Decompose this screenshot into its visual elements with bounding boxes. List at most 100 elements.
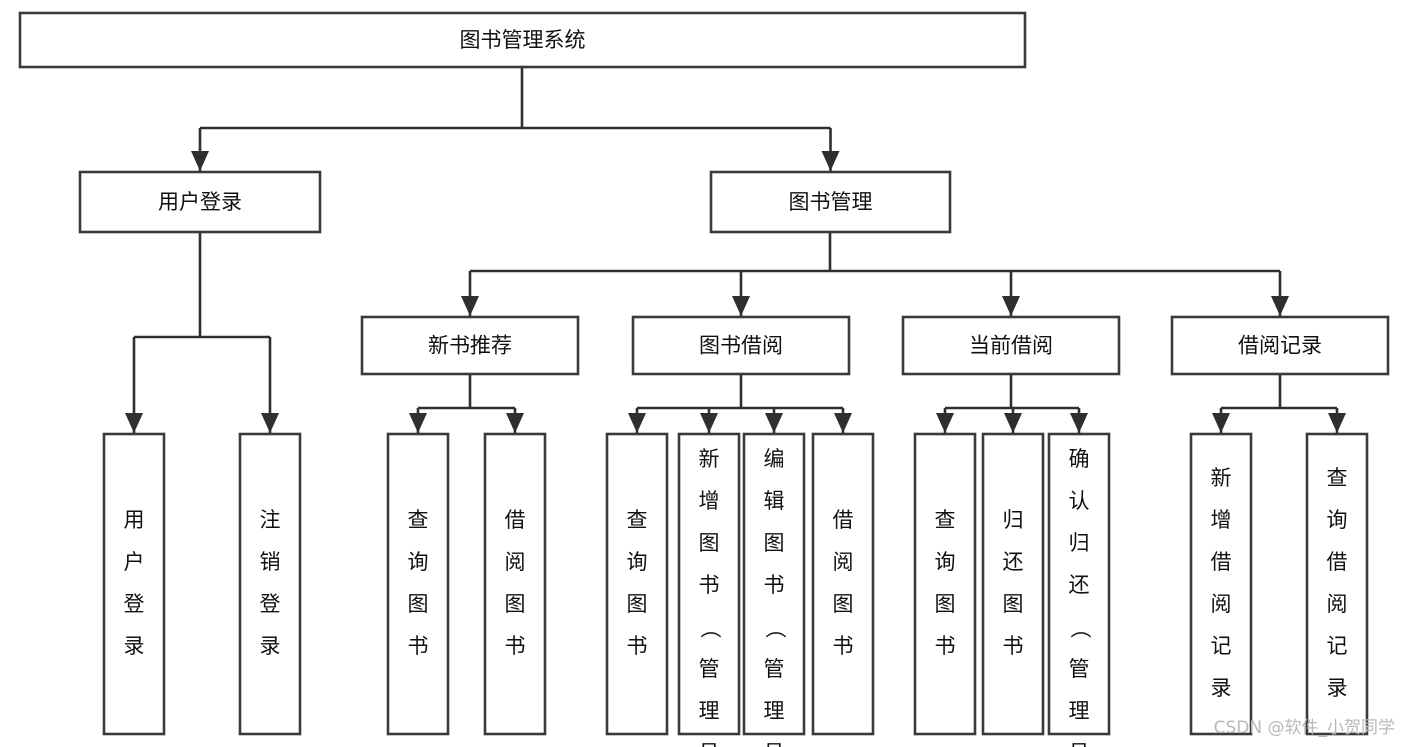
node-label: 图书借阅 [699, 334, 783, 358]
connector-layer [125, 67, 1346, 433]
node-label-char: 录 [1327, 676, 1348, 700]
node-box [1189, 432, 1253, 736]
node-label-char: 图 [1003, 592, 1024, 616]
edge-group [936, 374, 1088, 433]
node-label-char: 新 [699, 447, 720, 471]
node-layer: 图书管理系统用户登录图书管理新书推荐图书借阅当前借阅借阅记录用户登录注销登录查询… [18, 11, 1390, 747]
node-label-char: 查 [627, 508, 648, 532]
node-leaf-user-login[interactable]: 用户登录 [102, 432, 166, 736]
node-label-char: 查 [935, 508, 956, 532]
node-new-book-recommend[interactable]: 新书推荐 [360, 315, 580, 376]
node-box [386, 432, 450, 736]
node-box [742, 432, 806, 736]
node-label-char: 图 [627, 592, 648, 616]
node-label-char: 辑 [764, 489, 785, 513]
node-label-char: 注 [260, 508, 281, 532]
node-label-char: 询 [627, 550, 648, 574]
node-book-borrow[interactable]: 图书借阅 [631, 315, 851, 376]
node-borrow-record[interactable]: 借阅记录 [1170, 315, 1390, 376]
node-label-char: 阅 [1211, 592, 1232, 616]
node-box [901, 315, 1121, 376]
node-label-char: （ [698, 618, 722, 639]
node-box [238, 432, 302, 736]
node-label-char: 借 [1327, 550, 1348, 574]
node-label-char: 用 [124, 508, 145, 532]
node-root[interactable]: 图书管理系统 [18, 11, 1027, 69]
node-box [677, 432, 741, 736]
node-label-char: 查 [1327, 466, 1348, 490]
node-label-char: 录 [124, 634, 145, 658]
node-label-char: 登 [260, 592, 281, 616]
node-box [981, 432, 1045, 736]
node-current-borrow[interactable]: 当前借阅 [901, 315, 1121, 376]
node-label-char: 询 [935, 550, 956, 574]
arrow-head-icon [732, 296, 750, 316]
node-label-char: 理 [699, 699, 720, 723]
csdn-watermark: CSDN @软件_小贺同学 [1214, 718, 1395, 738]
node-label-char: 管 [764, 657, 785, 681]
node-box [913, 432, 977, 736]
node-label-char: 归 [1069, 531, 1090, 555]
node-box [102, 432, 166, 736]
node-label-char: 记 [1327, 634, 1348, 658]
node-label-char: 阅 [505, 550, 526, 574]
node-label-char: 还 [1003, 550, 1024, 574]
node-box [811, 432, 875, 736]
node-box [360, 315, 580, 376]
node-label-char: 录 [260, 634, 281, 658]
node-label-char: 借 [1211, 550, 1232, 574]
node-box [1305, 432, 1369, 736]
node-label-char: 增 [1211, 508, 1232, 532]
node-box [18, 11, 1027, 69]
arrow-head-icon [628, 413, 646, 433]
node-book-management[interactable]: 图书管理 [709, 170, 952, 234]
node-label-char: 员 [764, 741, 785, 747]
node-user-login[interactable]: 用户登录 [78, 170, 322, 234]
node-label-char: 记 [1211, 634, 1232, 658]
arrow-head-icon [461, 296, 479, 316]
arrow-head-icon [1070, 413, 1088, 433]
node-label-char: 登 [124, 592, 145, 616]
arrow-head-icon [191, 151, 209, 171]
arrow-head-icon [1002, 296, 1020, 316]
node-label: 新书推荐 [428, 334, 512, 358]
node-label-char: （ [1068, 618, 1092, 639]
edge-group [461, 232, 1289, 316]
node-label-char: 阅 [833, 550, 854, 574]
node-label-char: 理 [1069, 699, 1090, 723]
node-label-char: 书 [1003, 634, 1024, 658]
node-label-char: （ [763, 618, 787, 639]
node-label: 图书管理 [789, 190, 873, 214]
node-label: 借阅记录 [1238, 334, 1322, 358]
edge-group [125, 232, 279, 433]
arrow-head-icon [1328, 413, 1346, 433]
node-label-char: 查 [408, 508, 429, 532]
node-label-char: 书 [627, 634, 648, 658]
arrow-head-icon [1271, 296, 1289, 316]
node-label-char: 询 [1327, 508, 1348, 532]
arrow-head-icon [506, 413, 524, 433]
node-label-char: 图 [408, 592, 429, 616]
node-label: 图书管理系统 [460, 28, 586, 52]
node-box [78, 170, 322, 234]
arrow-head-icon [261, 413, 279, 433]
node-label-char: 确 [1069, 447, 1090, 471]
node-label-char: 图 [935, 592, 956, 616]
node-label-char: 书 [935, 634, 956, 658]
node-label-char: 新 [1211, 466, 1232, 490]
arrow-head-icon [834, 413, 852, 433]
node-box [1170, 315, 1390, 376]
